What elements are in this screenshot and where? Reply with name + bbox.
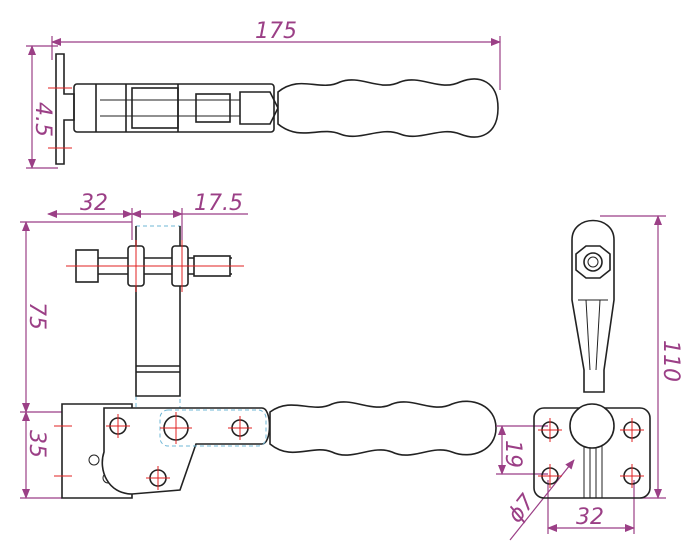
dim-4-5-label: 4.5: [30, 102, 55, 137]
spindle-arm-side: [571, 219, 615, 393]
grip-handle-top: [277, 78, 499, 138]
dim-35-label: 35: [24, 430, 49, 458]
slider-block: [131, 87, 179, 129]
dim-32-label: 32: [80, 191, 108, 216]
front-view: 32 17.5 75 35: [20, 191, 497, 499]
handle-link-top: [239, 91, 279, 125]
dim-75-label: 75: [24, 302, 49, 330]
grip-handle-front: [269, 400, 497, 456]
dim-32-side-label: 32: [576, 505, 604, 530]
spindle-arm: [135, 226, 181, 397]
spindle-nut: [195, 93, 231, 123]
link-plate: [101, 407, 271, 495]
side-view: 110 19 32 ϕ7: [496, 215, 683, 541]
pivot-boss: [569, 403, 615, 449]
dim-175-label: 175: [255, 19, 297, 44]
dim-19-label: 19: [500, 440, 525, 468]
dim-17-5-label: 17.5: [194, 191, 243, 216]
dim-diameter-label: ϕ7: [503, 490, 540, 528]
dim-diameter-leader: [509, 459, 575, 541]
body-frame-top: [73, 83, 275, 133]
top-view: 175 4.5: [26, 19, 501, 169]
base-plate-front: [61, 403, 133, 499]
nut-hex: [575, 245, 611, 279]
dim-110-label: 110: [658, 340, 683, 382]
